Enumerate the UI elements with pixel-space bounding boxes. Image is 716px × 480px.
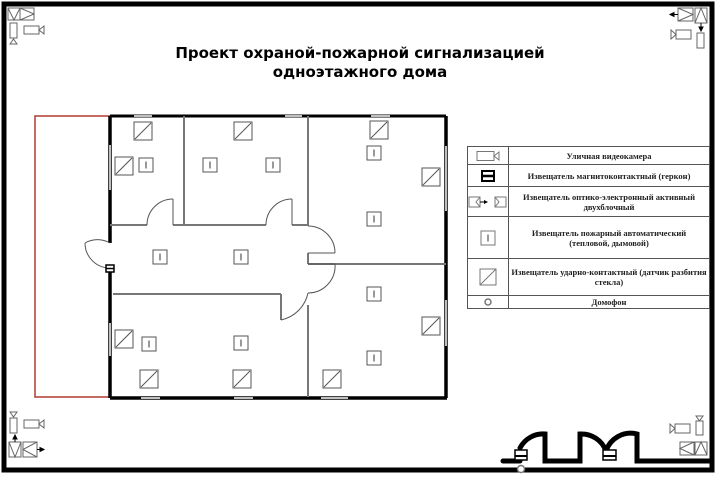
glass-break-icon: [322, 369, 342, 389]
fire-detector-icon: [233, 335, 249, 351]
legend-label: Домофон: [508, 295, 710, 309]
glass-break-icon: [421, 167, 441, 187]
corner-sensors-bottom-right: [669, 415, 708, 456]
fire-detector-icon: [141, 336, 157, 352]
corner-sensors-top-right: [668, 6, 708, 49]
fire-detector-icon: [467, 216, 509, 259]
fire-detector-icon: [366, 286, 382, 302]
glass-break-icon: [421, 316, 441, 336]
legend-row: Извещатель ударно-контактный (датчик раз…: [467, 258, 710, 296]
fire-detector-icon: [366, 350, 382, 366]
gate-magnetic-contact-right: [602, 449, 617, 461]
magnetic-contact-icon: [105, 264, 115, 273]
legend-row: Извещатель оптико-электронный активный д…: [467, 186, 710, 217]
fire-detector-icon: [233, 249, 249, 265]
fire-detector-icon: [366, 145, 382, 161]
magnetic-contact-icon: [467, 164, 509, 187]
fire-detector-icon: [138, 157, 154, 173]
intercom-icon: [467, 295, 509, 309]
outer-walls: [108, 114, 448, 400]
doors: [84, 198, 336, 321]
glass-break-icon: [232, 369, 252, 389]
page-title: Проект охраной-пожарной сигнализацией од…: [150, 44, 570, 82]
glass-break-icon: [139, 369, 159, 389]
fire-detector-icon: [265, 157, 281, 173]
optical-beam-icon: [467, 186, 509, 217]
glass-break-icon: [369, 120, 389, 140]
fence-line: [34, 115, 110, 398]
legend-label: Извещатель пожарный автоматический (тепл…: [508, 216, 710, 259]
legend-row: Извещатель пожарный автоматический (тепл…: [467, 216, 710, 259]
title-line-1: Проект охраной-пожарной сигнализацией: [175, 44, 545, 62]
legend-label: Извещатель магнитоконтактный (геркон): [508, 164, 710, 187]
glass-break-icon: [467, 258, 509, 296]
legend-label: Уличная видеокамера: [508, 146, 710, 165]
intercom-icon: [516, 464, 526, 474]
glass-break-icon: [114, 156, 134, 176]
fire-detector-icon: [202, 157, 218, 173]
legend-row: Уличная видеокамера: [467, 146, 710, 165]
glass-break-icon: [133, 121, 153, 141]
legend-label: Извещатель оптико-электронный активный д…: [508, 186, 710, 217]
corner-sensors-top-left: [7, 7, 45, 45]
legend-label: Извещатель ударно-контактный (датчик раз…: [508, 258, 710, 296]
gate-magnetic-contact-left: [514, 449, 528, 461]
entrance-gates: [500, 430, 713, 464]
legend-row: Домофон: [467, 295, 710, 309]
corner-sensors-bottom-left: [8, 411, 46, 459]
street-camera-icon: [467, 146, 509, 165]
fire-detector-icon: [366, 211, 382, 227]
legend-table: Уличная видеокамера Извещатель магнитоко…: [467, 146, 710, 309]
title-line-2: одноэтажного дома: [272, 63, 448, 81]
glass-break-icon: [233, 121, 253, 141]
glass-break-icon: [114, 329, 134, 349]
fire-detector-icon: [152, 249, 168, 265]
legend-row: Извещатель магнитоконтактный (геркон): [467, 164, 710, 187]
